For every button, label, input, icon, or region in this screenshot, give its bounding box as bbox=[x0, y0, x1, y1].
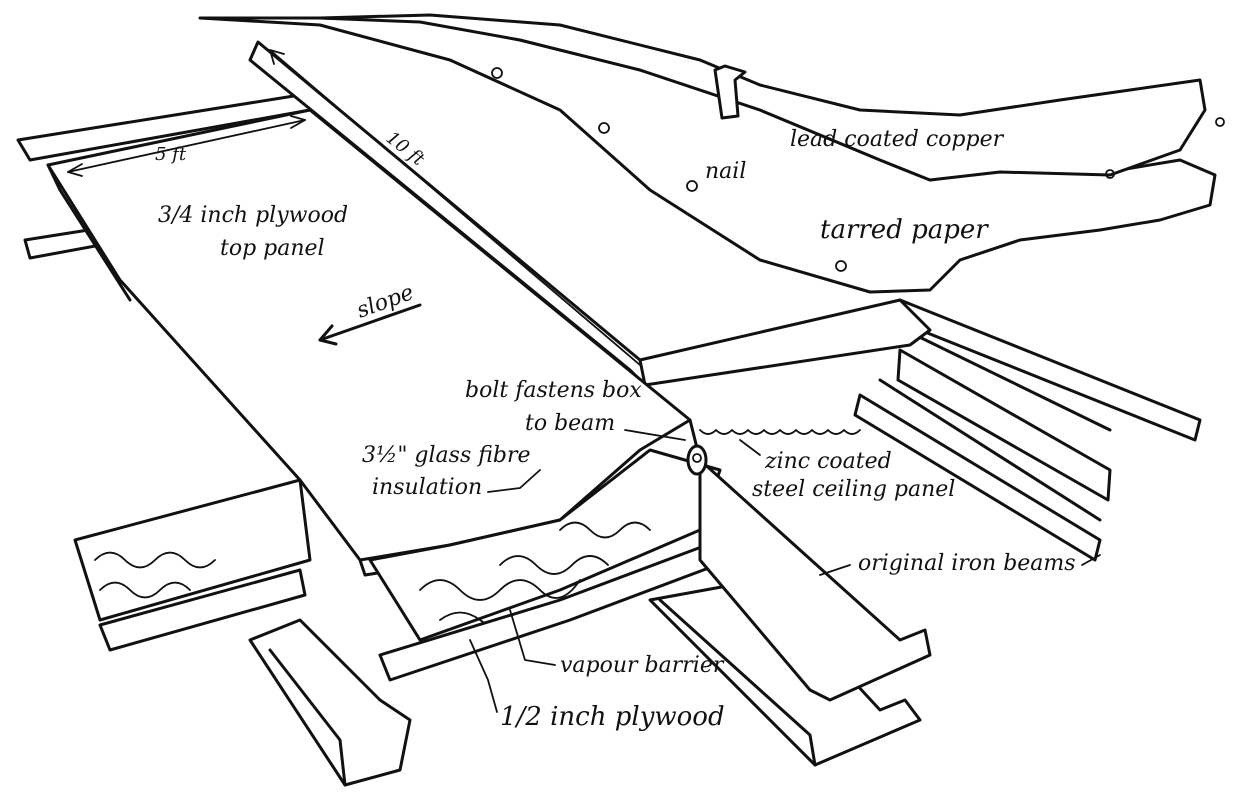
label-lead-coated-copper: lead coated copper bbox=[790, 127, 1005, 152]
label-tarred-paper: tarred paper bbox=[820, 215, 989, 245]
label-top-panel-2: top panel bbox=[220, 236, 325, 261]
label-insulation-1: 3½" glass fibre bbox=[362, 443, 531, 468]
iron-beam-right bbox=[648, 458, 932, 767]
label-zinc-2: steel ceiling panel bbox=[752, 477, 955, 502]
insulation-section bbox=[368, 448, 722, 642]
label-iron-beams: original iron beams bbox=[858, 551, 1076, 576]
label-5ft: 5 ft bbox=[155, 144, 187, 165]
lead-coated-copper-sheet bbox=[318, 13, 1207, 182]
label-vapour-barrier: vapour barrier bbox=[560, 653, 725, 678]
nails bbox=[491, 67, 1225, 272]
right-iron-beams bbox=[853, 298, 1202, 562]
label-insulation-2: insulation bbox=[372, 475, 482, 500]
label-bolt-2: to beam bbox=[525, 411, 615, 436]
label-half-inch-plywood: 1/2 inch plywood bbox=[500, 702, 725, 732]
label-nail: nail bbox=[705, 159, 746, 184]
label-top-panel-1: 3/4 inch plywood bbox=[158, 203, 348, 228]
leaders bbox=[469, 429, 1101, 713]
ceiling-panel-corrugations bbox=[699, 429, 861, 435]
bolt bbox=[686, 444, 708, 476]
iron-beam-left bbox=[248, 618, 412, 787]
label-zinc-1: zinc coated bbox=[764, 449, 892, 474]
dimension-10ft bbox=[269, 49, 641, 366]
dimension-5ft bbox=[67, 115, 306, 177]
slope-arrow bbox=[318, 303, 422, 346]
label-bolt-1: bolt fastens box bbox=[465, 378, 642, 403]
standing-seam bbox=[713, 64, 747, 120]
left-insulation-slab bbox=[73, 478, 312, 652]
